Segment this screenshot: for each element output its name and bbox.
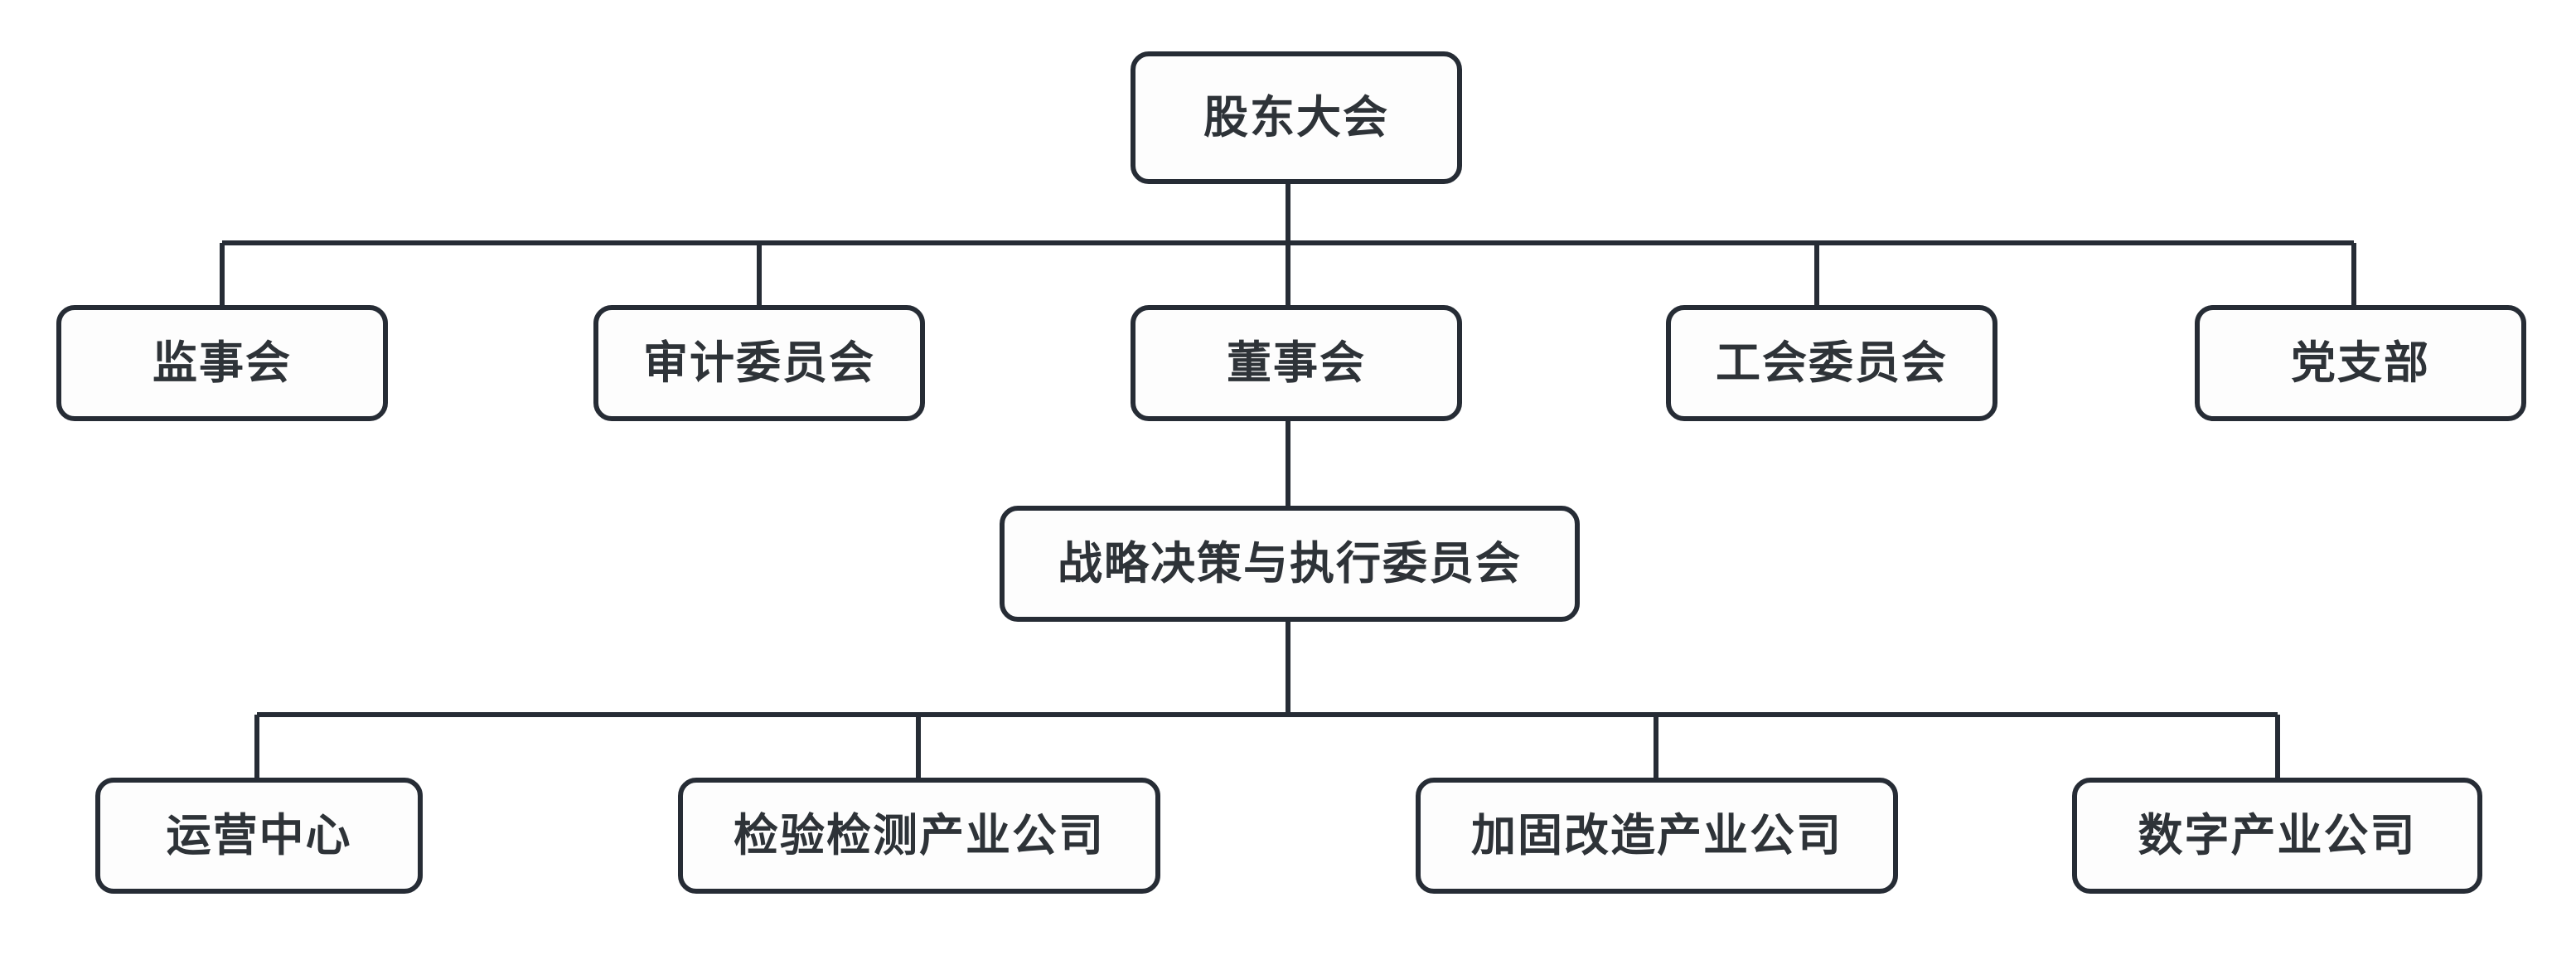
node-union[interactable]: 工会委员会 [1666,305,1997,421]
node-operations-center-label: 运营中心 [166,809,352,861]
node-reinforcement-company-label: 加固改造产业公司 [1471,809,1842,861]
node-audit[interactable]: 审计委员会 [593,305,925,421]
node-union-label: 工会委员会 [1716,337,1948,389]
node-inspection-company[interactable]: 检验检测产业公司 [678,778,1160,894]
node-board-label: 董事会 [1227,337,1366,389]
node-digital-company-label: 数字产业公司 [2138,809,2417,861]
node-party-label: 党支部 [2291,337,2430,389]
node-reinforcement-company[interactable]: 加固改造产业公司 [1416,778,1898,894]
node-operations-center[interactable]: 运营中心 [95,778,423,894]
node-audit-label: 审计委员会 [643,337,875,389]
node-supervisors[interactable]: 监事会 [56,305,388,421]
node-shareholders[interactable]: 股东大会 [1131,51,1462,184]
node-inspection-company-label: 检验检测产业公司 [734,809,1105,861]
node-board[interactable]: 董事会 [1131,305,1462,421]
node-strategy-committee-label: 战略决策与执行委员会 [1058,537,1522,589]
node-strategy-committee[interactable]: 战略决策与执行委员会 [1000,506,1580,622]
node-party[interactable]: 党支部 [2195,305,2526,421]
node-supervisors-label: 监事会 [153,337,292,389]
node-shareholders-label: 股东大会 [1203,91,1389,143]
node-digital-company[interactable]: 数字产业公司 [2072,778,2482,894]
